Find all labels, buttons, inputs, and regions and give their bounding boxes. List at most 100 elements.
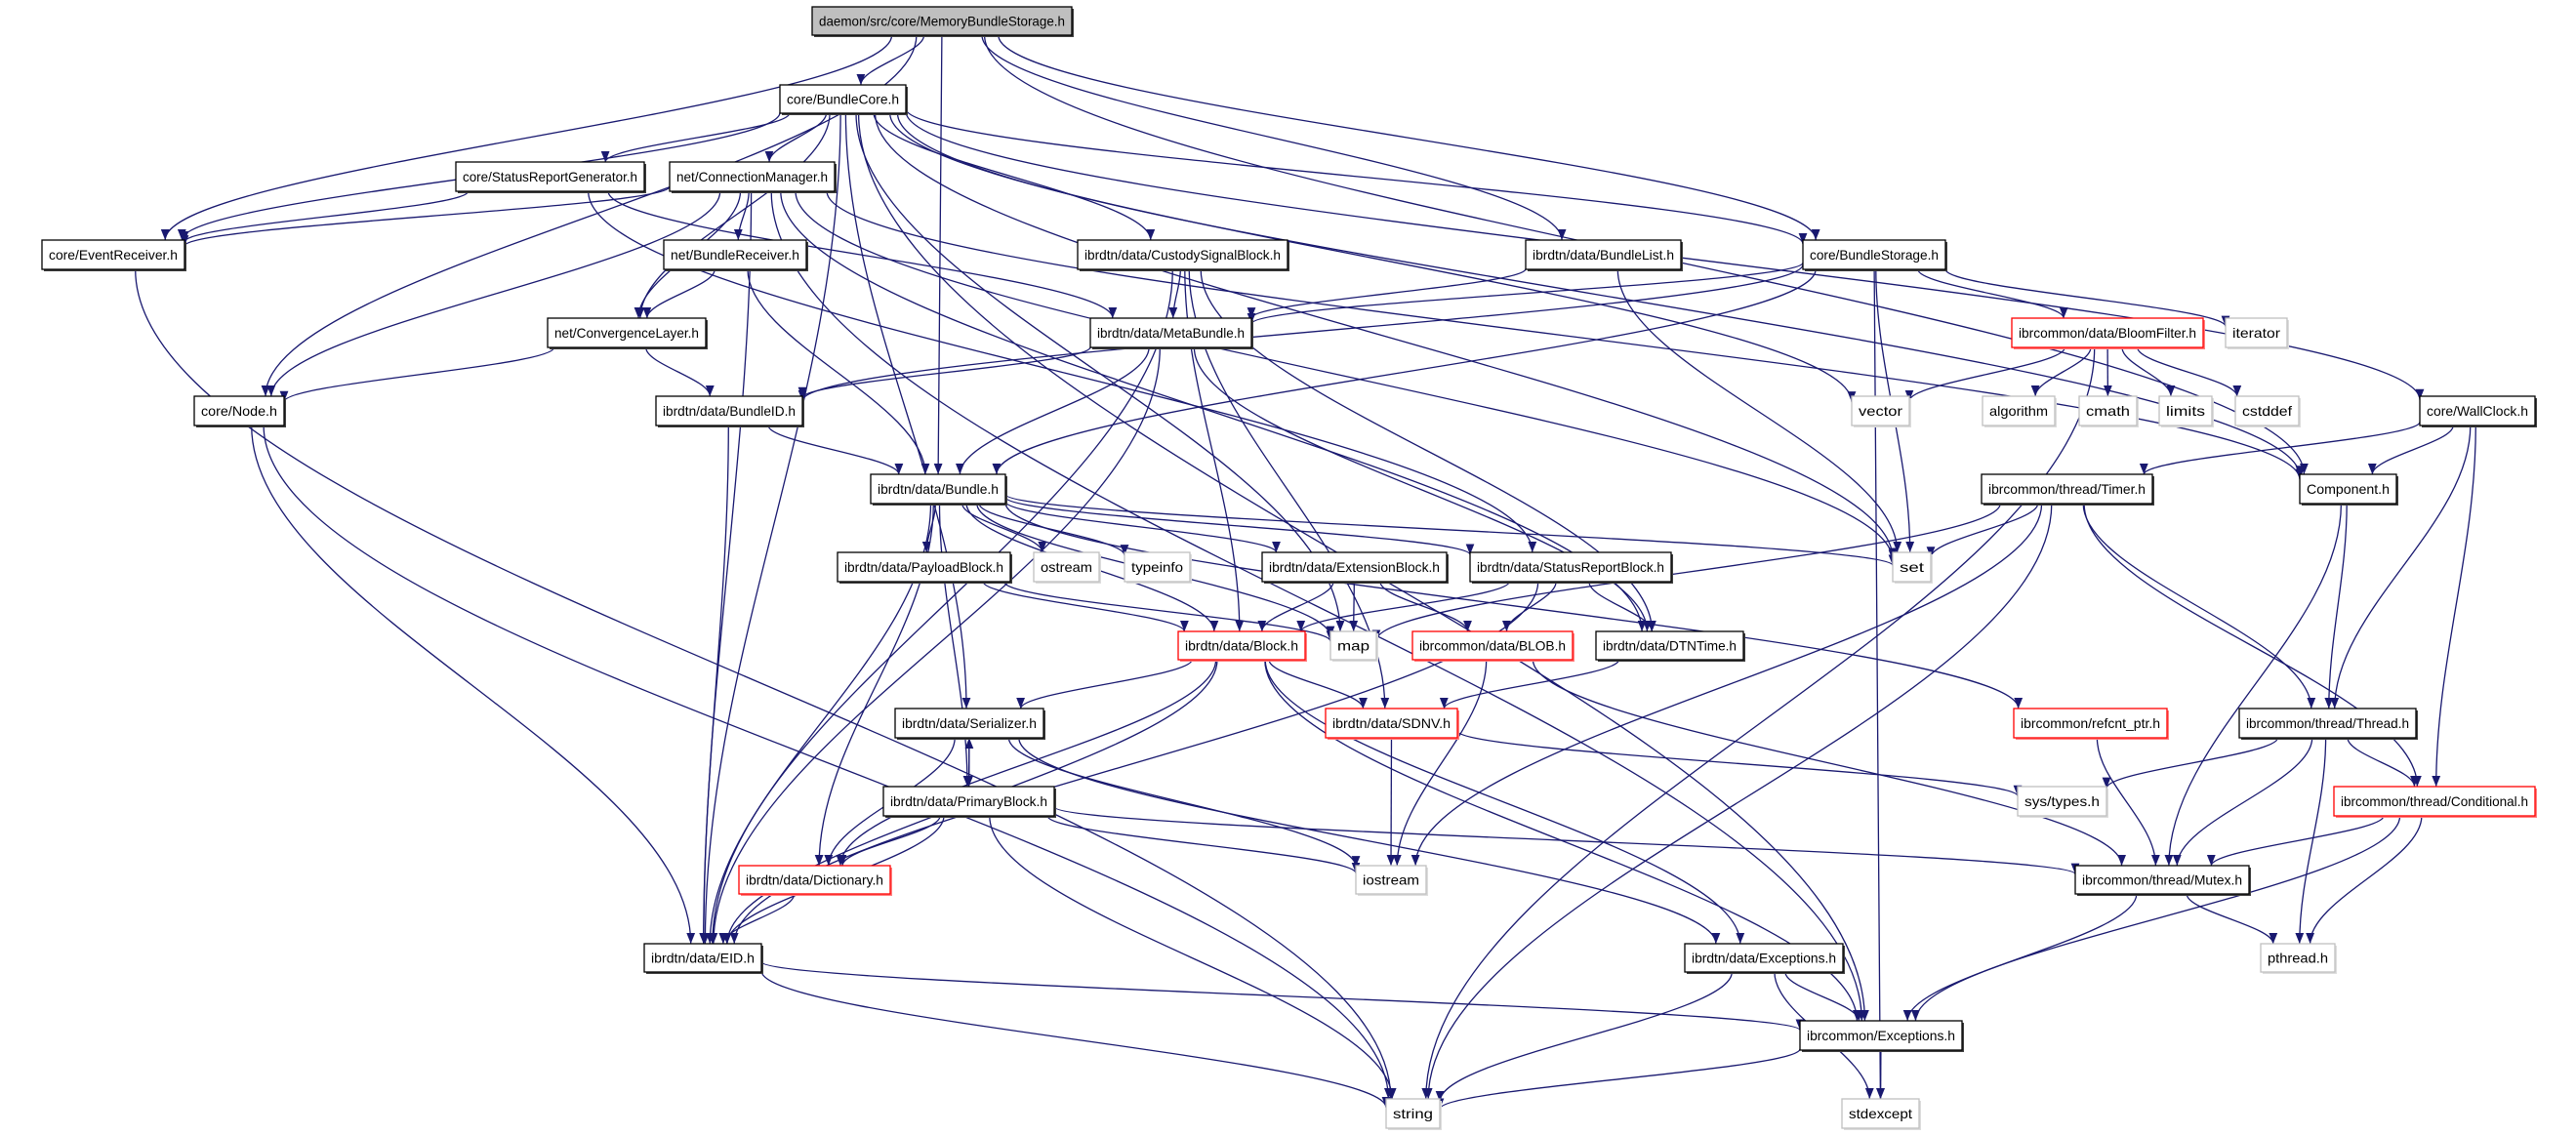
node-convlayer[interactable]: net/ConvergenceLayer.h	[547, 317, 708, 349]
node-blob[interactable]: ibrcommon/data/BLOB.h	[1411, 630, 1574, 662]
node-systypes[interactable]: sys/types.h	[2017, 786, 2108, 818]
node-bundlestorage[interactable]: core/BundleStorage.h	[1802, 239, 1947, 271]
node-cmath[interactable]: cmath	[2078, 395, 2139, 427]
node-connmgr[interactable]: net/ConnectionManager.h	[669, 161, 837, 193]
node-label: core/BundleCore.h	[787, 92, 899, 107]
node-label: core/StatusReportGenerator.h	[463, 169, 637, 184]
node-mutex[interactable]: ibrcommon/thread/Mutex.h	[2074, 865, 2251, 896]
edge-timer-to-iostream	[1411, 503, 2043, 867]
node-payload[interactable]: ibrdtn/data/PayloadBlock.h	[837, 551, 1012, 584]
node-label: ibrcommon/Exceptions.h	[1807, 1028, 1955, 1043]
node-map[interactable]: map	[1329, 630, 1378, 662]
node-typeinfo[interactable]: typeinfo	[1124, 551, 1192, 584]
edge-primary-to-mutex	[1053, 806, 2079, 875]
node-box	[1033, 551, 1100, 583]
node-box	[1684, 943, 1844, 973]
edge-dictionary-to-eid	[718, 893, 796, 945]
node-primary[interactable]: ibrdtn/data/PrimaryBlock.h	[882, 786, 1056, 818]
node-commonexc[interactable]: ibrcommon/Exceptions.h	[1799, 1020, 1964, 1052]
edge-connmgr-to-eid	[699, 190, 753, 945]
node-label: ibrdtn/data/Dictionary.h	[746, 872, 883, 888]
node-timer[interactable]: ibrcommon/thread/Timer.h	[1981, 473, 2154, 506]
node-dtnexc[interactable]: ibrdtn/data/Exceptions.h	[1684, 943, 1845, 974]
node-box	[1329, 630, 1377, 661]
edge-timer-to-string	[1423, 503, 2053, 1100]
node-srblock[interactable]: ibrdtn/data/StatusReportBlock.h	[1469, 551, 1673, 584]
edge-mbs-to-eventrecv	[160, 34, 893, 241]
node-pthread[interactable]: pthread.h	[2260, 943, 2337, 974]
node-box	[2017, 786, 2107, 817]
node-box	[2078, 395, 2138, 426]
node-set[interactable]: set	[1892, 551, 1933, 584]
node-label: sys/types.h	[2024, 793, 2100, 809]
node-node[interactable]: core/Node.h	[193, 395, 286, 427]
node-dtntime[interactable]: ibrdtn/data/DTNTime.h	[1595, 630, 1745, 662]
node-bundle[interactable]: ibrdtn/data/Bundle.h	[870, 473, 1007, 506]
node-metabundle[interactable]: ibrdtn/data/MetaBundle.h	[1089, 317, 1253, 349]
node-label: ibrdtn/data/PayloadBlock.h	[844, 559, 1003, 575]
node-string[interactable]: string	[1385, 1098, 1442, 1130]
edge-wallclock-to-timer	[2140, 421, 2421, 475]
node-bundlelist[interactable]: ibrdtn/data/BundleList.h	[1525, 239, 1683, 271]
node-custody[interactable]: ibrdtn/data/CustodySignalBlock.h	[1077, 239, 1289, 271]
edge-component-to-mutex	[2164, 503, 2343, 867]
node-label: string	[1393, 1106, 1433, 1121]
node-box	[1355, 865, 1427, 895]
node-iterator[interactable]: iterator	[2225, 317, 2289, 349]
node-extblock[interactable]: ibrdtn/data/ExtensionBlock.h	[1261, 551, 1449, 584]
node-vector[interactable]: vector	[1851, 395, 1911, 427]
node-label: ibrdtn/data/EID.h	[651, 951, 755, 966]
node-dictionary[interactable]: ibrdtn/data/Dictionary.h	[738, 865, 892, 896]
node-refcnt[interactable]: ibrcommon/refcnt_ptr.h	[2013, 708, 2169, 740]
edge-sdnv-to-iostream	[1386, 737, 1396, 867]
node-box	[1124, 551, 1191, 583]
node-wallclock[interactable]: core/WallClock.h	[2419, 395, 2537, 427]
node-box	[2260, 943, 2336, 973]
node-iostream[interactable]: iostream	[1355, 865, 1428, 896]
node-conditional[interactable]: ibrcommon/thread/Conditional.h	[2333, 786, 2537, 818]
node-eventrecv[interactable]: core/EventReceiver.h	[41, 239, 186, 271]
node-label: ibrdtn/data/BundleList.h	[1533, 247, 1674, 263]
node-stdexcept[interactable]: stdexcept	[1841, 1098, 1921, 1130]
node-box	[2013, 708, 2168, 739]
node-eid[interactable]: ibrdtn/data/EID.h	[643, 943, 763, 974]
node-box	[2074, 865, 2250, 895]
node-thread[interactable]: ibrcommon/thread/Thread.h	[2238, 708, 2418, 740]
edge-bundle-to-extblock	[1004, 501, 1281, 553]
edge-bundlestorage-to-stdexcept	[1873, 268, 1885, 1100]
node-box	[1802, 239, 1946, 270]
node-cstddef[interactable]: cstddef	[2234, 395, 2301, 427]
edge-extblock-to-map	[1349, 581, 1359, 632]
node-box	[1799, 1020, 1963, 1051]
node-label: ibrdtn/data/Bundle.h	[878, 481, 999, 497]
node-bundleid[interactable]: ibrdtn/data/BundleID.h	[655, 395, 804, 427]
node-mbs[interactable]: daemon/src/core/MemoryBundleStorage.h	[811, 6, 1074, 37]
node-bloom[interactable]: ibrcommon/data/BloomFilter.h	[2011, 317, 2205, 349]
node-bundlerecv[interactable]: net/BundleReceiver.h	[663, 239, 808, 271]
edge-bundlecore-to-bundlestorage	[905, 108, 1808, 245]
node-box	[655, 395, 803, 426]
node-block[interactable]: ibrdtn/data/Block.h	[1177, 630, 1307, 662]
node-label: ibrdtn/data/CustodySignalBlock.h	[1084, 247, 1281, 263]
node-serializer[interactable]: ibrdtn/data/Serializer.h	[894, 708, 1045, 740]
node-box	[837, 551, 1011, 583]
edge-thread-to-mutex	[2172, 737, 2313, 867]
edge-connmgr-to-set	[795, 190, 1898, 561]
edge-bundlerecv-to-convlayer	[642, 268, 716, 319]
node-srg[interactable]: core/StatusReportGenerator.h	[455, 161, 646, 193]
edge-payload-to-block	[982, 581, 1189, 632]
node-label: net/ConnectionManager.h	[676, 169, 828, 184]
edge-srblock-to-dtntime	[1588, 581, 1656, 632]
nodes-layer: daemon/src/core/MemoryBundleStorage.h cor…	[41, 6, 2537, 1130]
node-bundlecore[interactable]: core/BundleCore.h	[779, 84, 908, 115]
node-ostream[interactable]: ostream	[1033, 551, 1101, 584]
node-sdnv[interactable]: ibrdtn/data/SDNV.h	[1325, 708, 1459, 740]
node-limits[interactable]: limits	[2158, 395, 2214, 427]
edge-thread-to-pthread	[2295, 737, 2327, 945]
node-box	[643, 943, 762, 973]
node-algorithm[interactable]: algorithm	[1982, 395, 2057, 427]
node-component[interactable]: Component.h	[2299, 473, 2398, 506]
node-box	[547, 317, 707, 348]
edge-srg-to-metabundle	[607, 190, 1118, 319]
